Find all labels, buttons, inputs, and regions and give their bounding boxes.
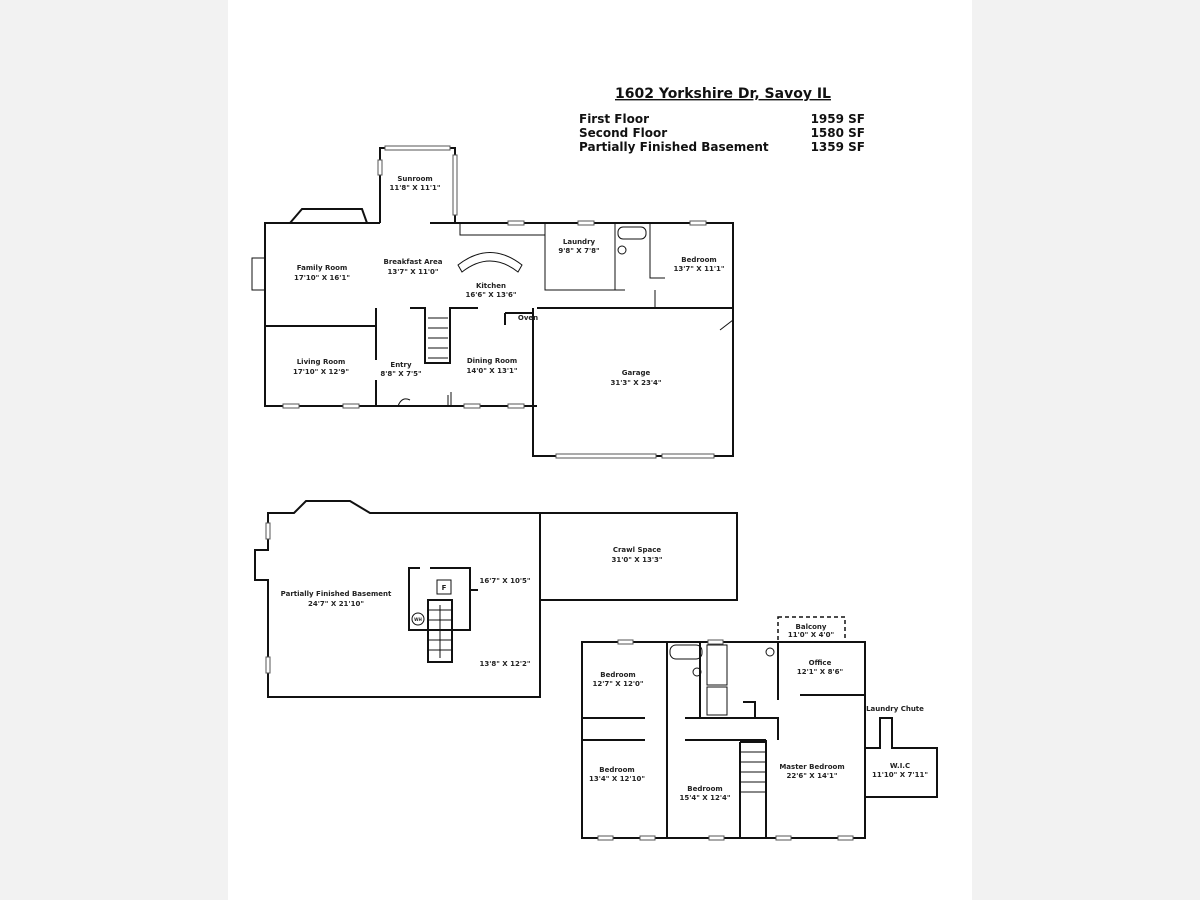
room-size: 13'7" X 11'1"	[673, 265, 724, 273]
first-floor-plan: Sunroom 11'8" X 11'1" Family Room 17'10"…	[251, 145, 734, 459]
water-heater-label: WH	[414, 617, 422, 622]
basement-stairs	[427, 599, 453, 663]
area-value-basement: 1359 SF	[811, 140, 865, 154]
property-title: 1602 Yorkshire Dr, Savoy IL	[615, 86, 831, 102]
kitchen-island	[457, 252, 523, 273]
room-name: Laundry	[563, 238, 596, 246]
front-door-icon	[397, 398, 411, 407]
bathtub-icon	[669, 644, 703, 660]
header: 1602 Yorkshire Dr, Savoy IL First Floor …	[579, 86, 865, 154]
fireplace-icon	[251, 257, 266, 291]
room-name: Balcony	[796, 623, 827, 631]
room-name: Dining Room	[467, 357, 517, 365]
room-name: Breakfast Area	[384, 258, 443, 266]
balcony-outline	[777, 616, 846, 643]
water-heater-icon	[411, 612, 425, 626]
room-size: 9'8" X 7'8"	[558, 247, 599, 255]
toilet-icon	[692, 667, 702, 677]
room-size: 31'3" X 23'4"	[610, 379, 661, 387]
room-name: Garage	[622, 369, 651, 377]
room-size: 11'0" X 4'0"	[788, 631, 834, 639]
room-name: Office	[809, 659, 832, 667]
room-size: 12'7" X 12'0"	[592, 680, 643, 688]
area-label-basement: Partially Finished Basement	[579, 140, 769, 154]
room-size: 17'10" X 12'9"	[293, 368, 349, 376]
room-name: Kitchen	[476, 282, 506, 290]
room-size: 24'7" X 21'10"	[308, 600, 364, 608]
room-size: 14'0" X 13'1"	[466, 367, 517, 375]
bathtub-icon	[617, 226, 647, 240]
room-name: Crawl Space	[613, 546, 662, 554]
room-size: 13'8" X 12'2"	[479, 660, 530, 668]
basement-plan: F WH Partially Finished Basement 24'7" X…	[254, 500, 738, 698]
room-name: Bedroom	[600, 671, 635, 679]
bathtub-icon	[706, 644, 728, 686]
room-name: Partially Finished Basement	[281, 590, 392, 598]
room-size: 11'10" X 7'11"	[872, 771, 928, 779]
laundry-chute-label: Laundry Chute	[866, 705, 924, 713]
room-name: Entry	[390, 361, 412, 369]
room-name: Master Bedroom	[779, 763, 844, 771]
room-size: 31'0" X 13'3"	[611, 556, 662, 564]
room-name: Sunroom	[397, 175, 432, 183]
room-size: 12'1" X 8'6"	[797, 668, 843, 676]
room-size: 22'6" X 14'1"	[786, 772, 837, 780]
floor-plan-sheet	[228, 0, 972, 900]
shower-icon	[706, 686, 728, 716]
oven-label: Oven	[518, 314, 538, 322]
furnace-box	[436, 579, 452, 595]
room-name: Bedroom	[687, 785, 722, 793]
room-name: Family Room	[297, 264, 348, 272]
room-size: 13'7" X 11'0"	[387, 268, 438, 276]
furnace-label: F	[442, 584, 447, 592]
room-name: Bedroom	[681, 256, 716, 264]
room-size: 16'6" X 13'6"	[465, 291, 516, 299]
room-size: 16'7" X 10'5"	[479, 577, 530, 585]
area-label-second-floor: Second Floor	[579, 126, 667, 140]
room-name: W.I.C	[890, 762, 910, 770]
toilet-icon	[617, 245, 627, 255]
toilet-icon	[765, 647, 775, 657]
room-size: 11'8" X 11'1"	[389, 184, 440, 192]
area-label-first-floor: First Floor	[579, 112, 649, 126]
room-size: 17'10" X 16'1"	[294, 274, 350, 282]
room-name: Bedroom	[599, 766, 634, 774]
room-size: 13'4" X 12'10"	[589, 775, 645, 783]
room-size: 15'4" X 12'4"	[679, 794, 730, 802]
room-name: Living Room	[297, 358, 346, 366]
room-size: 8'8" X 7'5"	[380, 370, 421, 378]
area-value-second-floor: 1580 SF	[811, 126, 865, 140]
second-floor-plan: Balcony 11'0" X 4'0" Bedroom 12'7" X 12'…	[581, 616, 938, 841]
area-value-first-floor: 1959 SF	[811, 112, 865, 126]
